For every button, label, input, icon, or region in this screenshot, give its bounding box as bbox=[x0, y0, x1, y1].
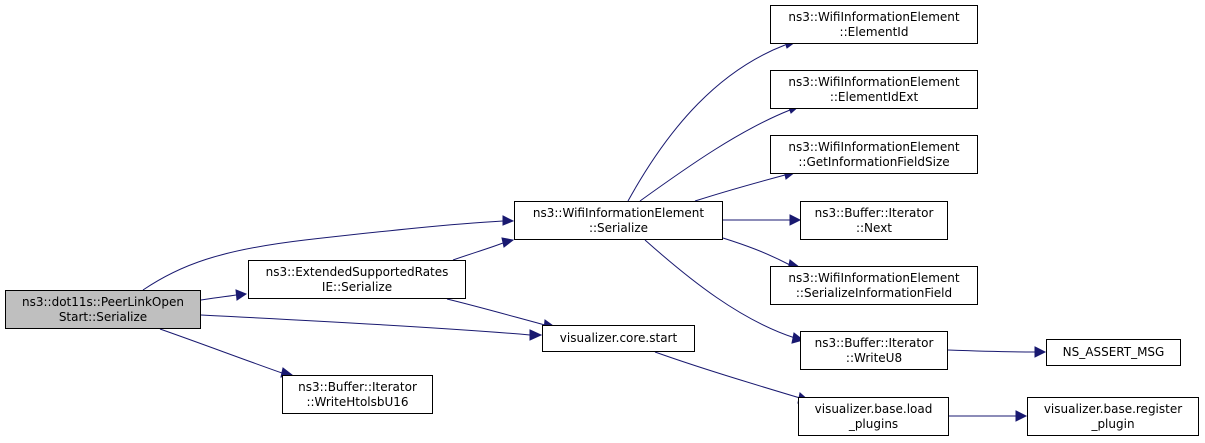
node-label-line1: ns3::WifiInformationElement bbox=[788, 74, 960, 89]
node-label-line2: ::Serialize bbox=[588, 220, 649, 235]
arrowhead bbox=[502, 215, 515, 226]
edge-root-to-viz-start bbox=[200, 314, 543, 341]
node-label-line2: _plugin bbox=[1091, 416, 1135, 431]
edge-line bbox=[627, 44, 786, 202]
node-label-line1: ns3::Buffer::Iterator bbox=[814, 205, 934, 220]
edge-line bbox=[639, 109, 791, 202]
edge-viz-start-to-load-plugins bbox=[654, 351, 811, 404]
node-label-line2: IE::Serialize bbox=[321, 279, 393, 294]
node-label-line1: ns3::ExtendedSupportedRates bbox=[265, 264, 449, 279]
node-label-line1: visualizer.base.load bbox=[814, 401, 933, 416]
edge-line bbox=[644, 239, 796, 339]
node-ns-assert-msg[interactable]: NS_ASSERT_MSG bbox=[1046, 339, 1181, 366]
node-label-line1: visualizer.core.start bbox=[559, 331, 678, 345]
node-peerlinkopenstart-serialize: ns3::dot11s::PeerLinkOpen Start::Seriali… bbox=[5, 290, 201, 329]
edge-line bbox=[654, 351, 801, 399]
arrowhead bbox=[1034, 346, 1047, 358]
node-label-line2: ::GetInformationFieldSize bbox=[798, 154, 950, 169]
node-extendedsupportedrates-serialize[interactable]: ns3::ExtendedSupportedRates IE::Serializ… bbox=[248, 260, 466, 299]
node-label-line1: NS_ASSERT_MSG bbox=[1062, 345, 1165, 359]
node-visualizer-base-register-plugin[interactable]: visualizer.base.register _plugin bbox=[1027, 397, 1199, 436]
edge-load-plugins-to-register-plugin bbox=[947, 410, 1028, 422]
node-label-line1: visualizer.base.register bbox=[1043, 401, 1183, 416]
node-wifiinformationelement-serialize[interactable]: ns3::WifiInformationElement ::Serialize bbox=[514, 201, 723, 240]
node-label-line1: ns3::dot11s::PeerLinkOpen bbox=[22, 294, 184, 309]
edge-line bbox=[159, 328, 283, 374]
node-label-line2: Start::Serialize bbox=[58, 309, 148, 324]
edge-line bbox=[200, 314, 531, 336]
edge-root-to-writehtolsb bbox=[159, 328, 294, 378]
arrowhead bbox=[501, 237, 515, 248]
edge-line bbox=[452, 242, 504, 261]
edge-root-to-esr bbox=[200, 289, 248, 301]
node-label-line1: ns3::WifiInformationElement bbox=[788, 139, 960, 154]
node-iterator-writeu8[interactable]: ns3::Buffer::Iterator ::WriteU8 bbox=[800, 331, 948, 370]
edge-write-u8-to-assert-msg bbox=[947, 346, 1047, 358]
node-visualizer-base-load-plugins[interactable]: visualizer.base.load _plugins bbox=[798, 397, 949, 436]
node-label-line1: ns3::WifiInformationElement bbox=[788, 9, 960, 24]
edge-wie-serialize-to-iter-next bbox=[723, 214, 802, 226]
edge-line bbox=[142, 220, 504, 291]
arrowhead bbox=[1015, 410, 1028, 422]
edge-root-to-wie-serialize bbox=[142, 215, 515, 291]
edge-wie-serialize-to-element-id bbox=[627, 39, 797, 202]
node-label-line2: ::ElementIdExt bbox=[829, 89, 919, 104]
arrowhead bbox=[235, 289, 248, 301]
edge-wie-serialize-to-get-info-size bbox=[694, 169, 797, 202]
node-label-line1: ns3::Buffer::Iterator bbox=[298, 379, 417, 394]
arrowhead bbox=[529, 329, 543, 341]
node-label-line2: _plugins bbox=[848, 416, 899, 431]
node-label-line1: ns3::WifiInformationElement bbox=[788, 270, 960, 285]
node-iterator-writehtolsbu16[interactable]: ns3::Buffer::Iterator ::WriteHtolsbU16 bbox=[282, 375, 433, 414]
edge-esr-to-wie-serialize bbox=[452, 237, 515, 261]
edge-line bbox=[446, 298, 546, 326]
node-label-line1: ns3::WifiInformationElement bbox=[532, 205, 705, 220]
node-wifiinformationelement-elementidext[interactable]: ns3::WifiInformationElement ::ElementIdE… bbox=[770, 70, 978, 109]
node-wifiinformationelement-serializeinformationfield[interactable]: ns3::WifiInformationElement ::SerializeI… bbox=[770, 266, 978, 305]
node-visualizer-core-start[interactable]: visualizer.core.start bbox=[542, 325, 695, 352]
node-label-line2: ::SerializeInformationField bbox=[795, 285, 953, 300]
edge-line bbox=[694, 174, 786, 202]
edge-line bbox=[947, 349, 1036, 353]
node-wifiinformationelement-getinformationfieldsize[interactable]: ns3::WifiInformationElement ::GetInforma… bbox=[770, 135, 978, 174]
node-label-line2: ::Next bbox=[855, 220, 893, 235]
edge-esr-to-viz-start bbox=[446, 298, 558, 331]
node-wifiinformationelement-elementid[interactable]: ns3::WifiInformationElement ::ElementId bbox=[770, 5, 978, 44]
node-label-line1: ns3::Buffer::Iterator bbox=[814, 335, 934, 350]
node-label-line2: ::ElementId bbox=[839, 24, 909, 39]
edge-line bbox=[200, 294, 237, 301]
edge-line bbox=[722, 237, 791, 266]
node-label-line2: ::WriteU8 bbox=[845, 350, 903, 365]
node-iterator-next[interactable]: ns3::Buffer::Iterator ::Next bbox=[800, 201, 948, 240]
node-label-line2: ::WriteHtolsbU16 bbox=[306, 394, 409, 409]
arrowhead bbox=[789, 214, 802, 226]
